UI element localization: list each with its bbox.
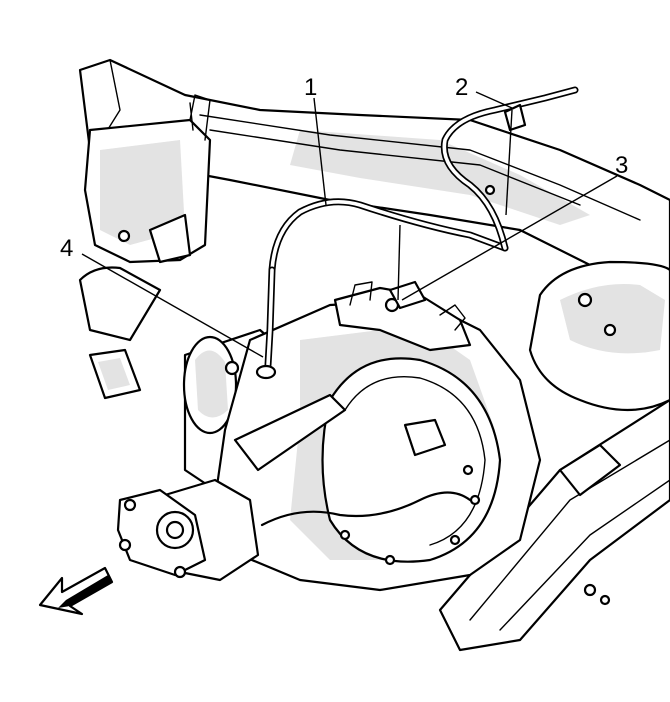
leader-lines — [81, 91, 618, 358]
callout-3: 3 — [615, 152, 628, 179]
differential-housing — [213, 281, 542, 592]
body-underside-structure — [78, 58, 670, 652]
front-direction-arrow-icon — [38, 566, 114, 616]
vent-hose-bracket — [440, 86, 579, 252]
axle-vent-hose — [255, 198, 509, 380]
callout-2: 2 — [455, 74, 468, 101]
callout-1: 1 — [304, 74, 317, 101]
pinion-yoke — [116, 478, 260, 582]
callout-4: 4 — [60, 235, 73, 262]
harness-wire — [260, 491, 472, 527]
